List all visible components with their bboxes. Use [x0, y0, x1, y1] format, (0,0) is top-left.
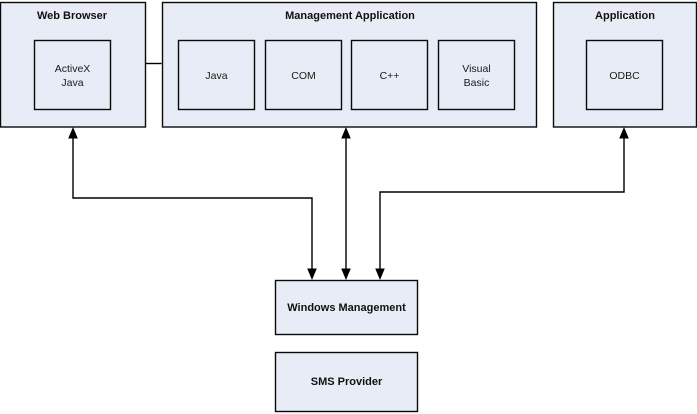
block-windows-management[interactable]: [274, 279, 419, 336]
inner-box-com[interactable]: [264, 39, 343, 111]
block-windows-management-label: Windows Management: [287, 302, 406, 314]
container-web-browser-title: Web Browser: [37, 10, 108, 22]
inner-box-cpp-label-line1: C++: [380, 70, 400, 82]
container-application-title: Application: [595, 10, 655, 22]
inner-box-java[interactable]: [177, 39, 256, 111]
connector-web-browser-windows-management: [72, 136, 313, 272]
block-sms-provider[interactable]: [274, 351, 419, 413]
block-sms-provider-label: SMS Provider: [311, 376, 383, 388]
inner-box-activex-java-label-line2: Java: [61, 77, 83, 89]
inner-box-java-label-line1: Java: [205, 70, 227, 82]
inner-box-activex-java-label-line1: ActiveX: [55, 63, 91, 75]
inner-box-com-label-line1: COM: [291, 70, 316, 82]
inner-box-visual-basic-label-line1: Visual: [462, 63, 490, 75]
arrowhead-up-application: [619, 127, 629, 139]
arrowhead-down-windows-management-center: [341, 268, 351, 280]
arrowhead-up-management-application: [341, 127, 351, 139]
inner-box-odbc-label-line1: ODBC: [609, 70, 640, 82]
inner-box-cpp[interactable]: [350, 39, 429, 111]
connector-application-windows-management: [379, 136, 625, 272]
inner-box-activex-java[interactable]: [33, 39, 112, 111]
arrowhead-up-web-browser: [68, 127, 78, 139]
arrowhead-down-windows-management-right: [375, 268, 385, 280]
arrowhead-down-windows-management-left: [307, 268, 317, 280]
inner-box-visual-basic[interactable]: [437, 39, 516, 111]
inner-box-odbc[interactable]: [585, 39, 664, 111]
inner-box-visual-basic-label-line2: Basic: [464, 77, 490, 89]
container-management-application-title: Management Application: [285, 10, 415, 22]
